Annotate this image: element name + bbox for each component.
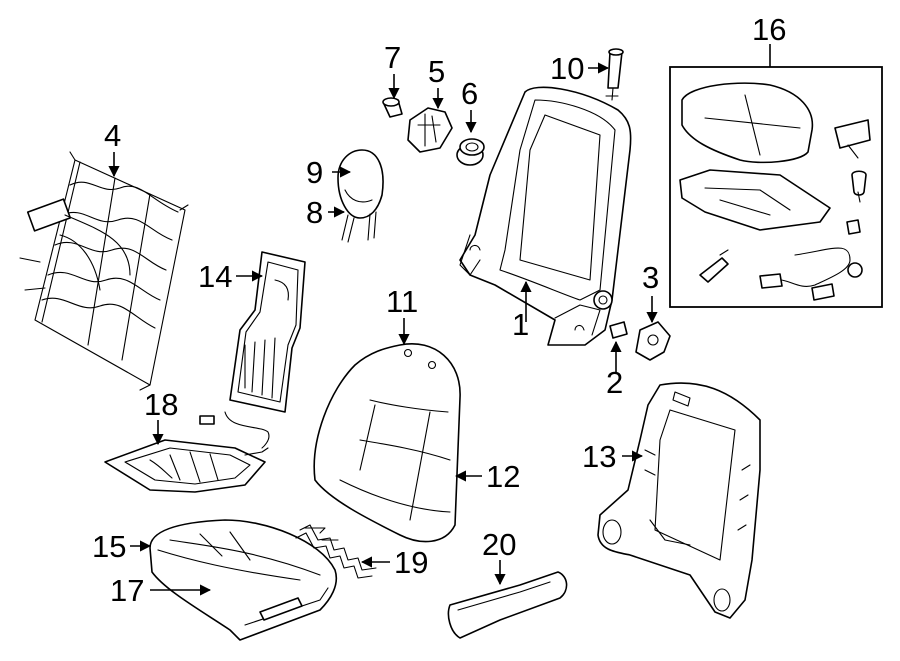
part-6-cap <box>456 138 485 166</box>
callout-6: 6 <box>461 76 478 111</box>
part-15-seat-cushion <box>149 519 338 641</box>
callout-20: 20 <box>482 527 516 562</box>
part-16-kit-box <box>669 66 883 308</box>
leader-lines <box>108 44 771 596</box>
part-5-knob <box>407 107 453 153</box>
callout-7: 7 <box>384 40 401 75</box>
callout-11: 11 <box>386 284 418 319</box>
part-20-trim <box>447 571 568 639</box>
callout-19: 19 <box>394 545 428 580</box>
callout-14: 14 <box>198 259 232 294</box>
part-4-suspension-mat <box>19 151 189 391</box>
part-18-cushion-heater <box>104 439 269 493</box>
callout-15: 15 <box>92 529 126 564</box>
callout-2: 2 <box>606 365 623 400</box>
callout-16: 16 <box>752 12 786 47</box>
callout-12: 12 <box>486 459 520 494</box>
part-3-handle <box>635 321 671 361</box>
callout-1: 1 <box>512 307 529 342</box>
callout-9: 9 <box>306 155 323 190</box>
part-1-seatback-frame <box>459 86 632 346</box>
callout-10: 10 <box>550 51 584 86</box>
part-13-back-panel <box>597 382 761 619</box>
part-14-heater-pad <box>199 251 306 449</box>
callout-5: 5 <box>428 54 445 89</box>
part-2-clip <box>609 321 628 339</box>
callout-8: 8 <box>306 195 323 230</box>
callout-17: 17 <box>110 573 144 608</box>
callout-13: 13 <box>582 439 616 474</box>
part-7-guide <box>382 97 403 118</box>
callout-4: 4 <box>104 118 121 153</box>
part-10-guide <box>605 48 624 101</box>
callout-labels: 1 2 3 4 5 6 7 8 9 10 11 12 13 14 15 16 1… <box>92 12 786 608</box>
callout-18: 18 <box>144 387 178 422</box>
part-19-heater-strip <box>295 524 377 579</box>
callout-3: 3 <box>642 260 659 295</box>
part-9-headrest <box>337 149 384 243</box>
part-11-seatback-cover <box>313 343 461 543</box>
